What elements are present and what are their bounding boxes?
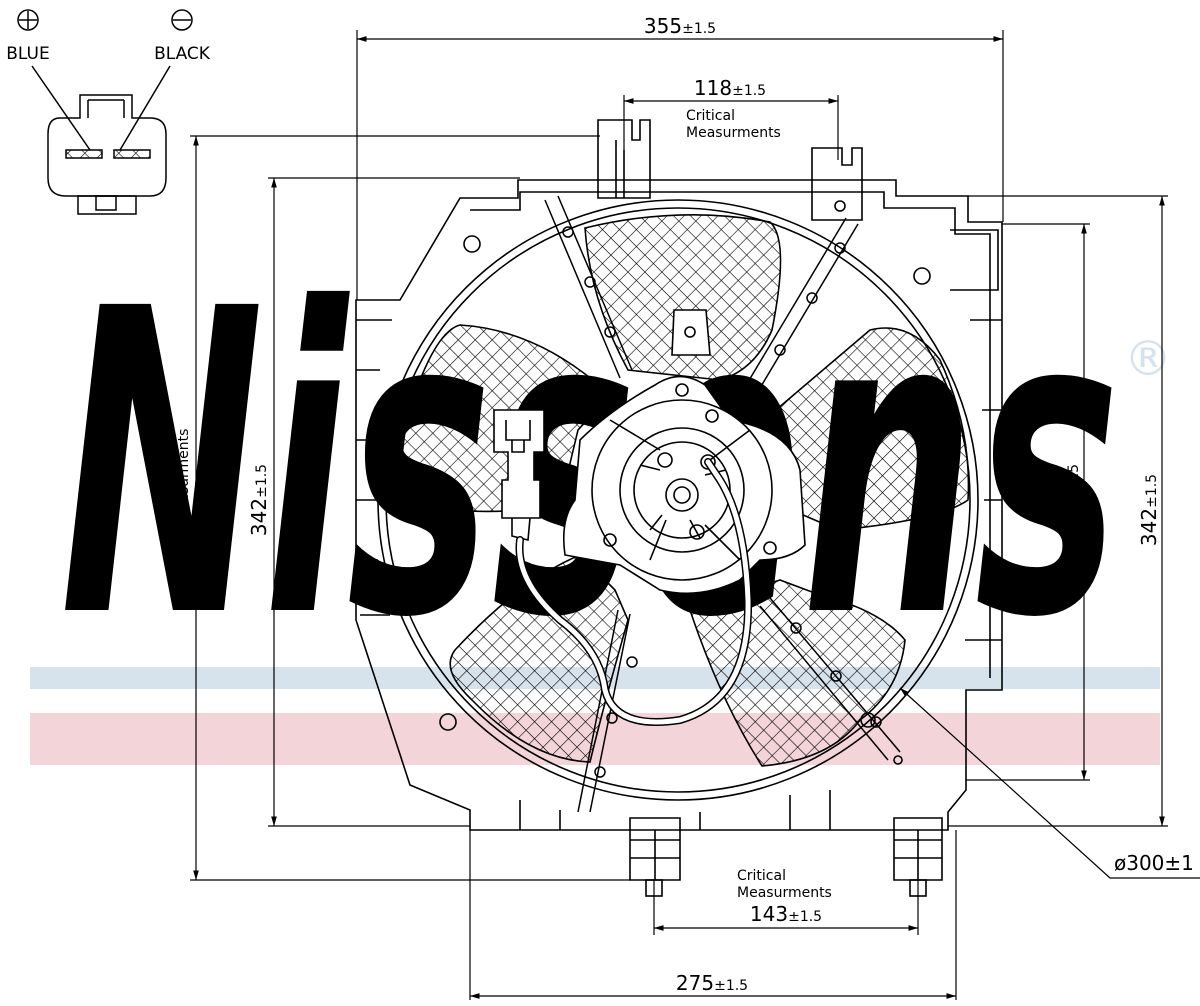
motor-connector (493, 409, 545, 542)
dim-top-spacing: 118±1.5 (694, 76, 766, 100)
negative-wire-label: BLACK (154, 44, 211, 64)
dim-top-note-2: Measurments (686, 125, 781, 141)
dim-height-note-1: Critical (156, 408, 172, 457)
fan-shroud (355, 119, 1003, 897)
dim-right-height: 342±1.5 (1137, 474, 1161, 546)
dimension-labels: 355±1.5 118±1.5 Critical Measurments 380… (156, 14, 1194, 995)
watermark-registered-mark: ® (1124, 331, 1172, 387)
dim-overall-width: 355±1.5 (644, 14, 716, 38)
dimension-lines (190, 30, 1200, 1000)
fan-blade (769, 327, 970, 531)
minus-in-circle-icon (171, 9, 193, 31)
fan-hub (562, 309, 832, 595)
dim-inner-height: 304±1.5 (1059, 464, 1083, 536)
dim-bottom-note-2: Measurments (737, 885, 832, 901)
positive-wire-label: BLUE (6, 44, 49, 64)
dim-bottom-width: 275±1.5 (676, 971, 748, 995)
dim-fan-diameter: ø300±1 (1114, 851, 1194, 875)
fan-blades (400, 213, 970, 767)
connector-detail (17, 9, 193, 215)
dim-height-note-2: Measurments (176, 429, 192, 524)
dim-bottom-spacing: 143±1.5 (750, 902, 822, 926)
plus-in-circle-icon (17, 9, 39, 31)
dim-bottom-note-1: Critical (737, 868, 786, 884)
fan-blade (584, 213, 782, 381)
fan-blade (449, 554, 629, 763)
dim-left-height: 342±1.5 (247, 464, 271, 536)
dim-top-note-1: Critical (686, 108, 735, 124)
dim-overall-height: 380±1.5 (171, 512, 195, 584)
